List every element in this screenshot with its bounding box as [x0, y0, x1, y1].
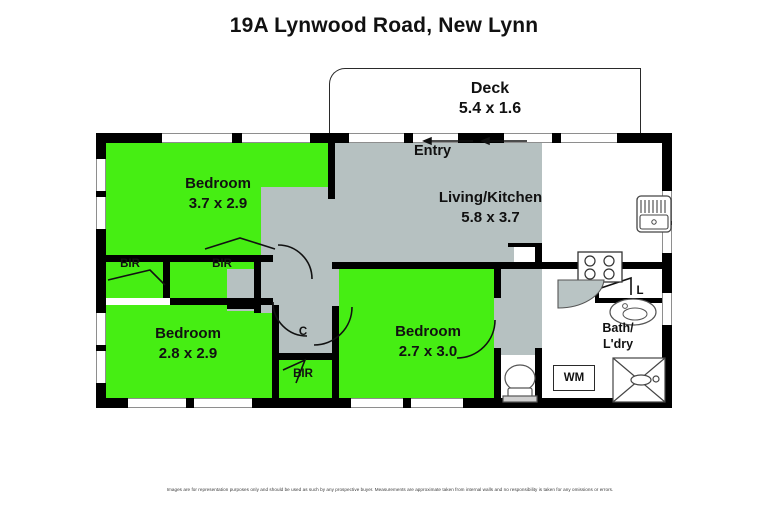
wall-bedroom1-right	[328, 143, 335, 199]
window-right-kitchen-b	[662, 225, 672, 253]
wall-hall-left-upper	[254, 255, 261, 313]
wall-kitchen-bench-left	[535, 243, 542, 269]
window-right-bath	[662, 293, 672, 325]
window-top-bedroom1-b	[242, 133, 310, 143]
label-bath-laundry: Bath/ L'dry	[570, 320, 666, 353]
door-bir-wide	[204, 237, 276, 250]
deck-name: Deck	[470, 80, 510, 97]
window-top-living-e	[561, 133, 617, 143]
washing-machine-label: WM	[563, 372, 585, 384]
entry-label: Entry	[414, 143, 452, 159]
house-outer-wall	[96, 133, 672, 408]
wall-cupboard-bottom	[279, 353, 339, 360]
label-linen: L	[636, 285, 644, 297]
bedroom-3-name: Bedroom	[395, 323, 461, 340]
window-bottom-bedroom3	[351, 398, 403, 408]
entry-arrows	[422, 136, 527, 146]
wall-cupboard-right	[332, 306, 339, 398]
label-living-kitchen: Living/Kitchen 5.8 x 3.7	[398, 188, 583, 227]
label-bedroom-2: Bedroom 2.8 x 2.9	[98, 324, 278, 363]
wall-hall-stub-1	[227, 305, 261, 309]
label-bir-1: BIR	[120, 258, 140, 270]
window-top-bedroom1	[162, 133, 232, 143]
door-swing-bedroom3	[313, 306, 353, 346]
basin-icon	[609, 298, 657, 326]
wall-bedroom3-right-lower	[494, 348, 501, 398]
window-top-living-a	[349, 133, 404, 143]
window-bottom-bedroom2	[128, 398, 186, 408]
window-left-bedroom1	[96, 159, 106, 191]
bath-laundry-name: Bath/	[602, 321, 634, 335]
room-cupboard	[279, 313, 332, 353]
bedroom-2-name: Bedroom	[155, 325, 221, 342]
label-bedroom-3: Bedroom 2.7 x 3.0	[338, 322, 518, 361]
cooktop-icon	[577, 251, 623, 283]
label-cupboard: C	[298, 326, 308, 338]
deck-dimensions: 5.4 x 1.6	[458, 100, 522, 118]
shower-icon	[612, 357, 666, 403]
bedroom-3-dimensions: 2.7 x 3.0	[398, 342, 458, 360]
window-top-living-d	[504, 133, 552, 143]
living-kitchen-dimensions: 5.8 x 3.7	[461, 208, 520, 226]
disclaimer-text: Images are for representation purposes o…	[166, 487, 614, 492]
bathtub-icon	[557, 279, 605, 309]
hallway-to-bath	[494, 269, 542, 355]
window-left-bedroom2-b	[96, 351, 106, 383]
window-bottom-bedroom2-b	[194, 398, 252, 408]
washing-machine-icon: WM	[553, 365, 595, 391]
bath-laundry-name-2: L'dry	[602, 337, 634, 352]
wall-bedroom1-bottom	[106, 255, 273, 262]
window-left-bedroom2	[96, 313, 106, 345]
wall-bir-divider	[163, 255, 170, 298]
window-bottom-bedroom3-b	[411, 398, 463, 408]
room-bir-1	[106, 262, 163, 298]
house-interior	[96, 133, 672, 408]
door-bir-3	[282, 358, 307, 384]
door-bir-left	[107, 269, 166, 286]
label-bir-2: BIR	[212, 258, 232, 270]
window-left-bedroom1-b	[96, 197, 106, 229]
door-swing-linen	[600, 276, 632, 295]
room-bir-3	[279, 360, 332, 398]
bedroom-1-dimensions: 3.7 x 2.9	[188, 194, 248, 212]
door-swing-bath	[456, 319, 496, 359]
door-swing-bedroom1	[277, 244, 313, 280]
deck-label: Deck 5.4 x 1.6	[400, 79, 580, 120]
window-top-living-b	[413, 133, 458, 143]
page-title: 19A Lynwood Road, New Lynn	[229, 14, 539, 37]
wall-bedroom3-top	[332, 262, 494, 269]
bedroom-1-name: Bedroom	[185, 175, 251, 192]
toilet-icon	[502, 364, 538, 403]
label-bir-3: BIR	[293, 368, 313, 380]
bedroom-2-dimensions: 2.8 x 2.9	[158, 344, 218, 362]
deck-outline	[329, 68, 641, 135]
wall-toilet-right	[535, 348, 542, 398]
label-bedroom-1: Bedroom 3.7 x 2.9	[128, 174, 308, 213]
living-kitchen-name: Living/Kitchen	[438, 189, 543, 206]
wall-bedroom3-right	[494, 262, 501, 298]
kitchen-sink-icon	[636, 195, 672, 233]
room-bedroom-3	[339, 269, 494, 398]
door-swing-bedroom2	[272, 301, 308, 337]
room-bedroom-2	[106, 305, 272, 398]
wall-bedroom2-right	[272, 305, 279, 398]
wall-livingkitchen-step	[508, 243, 542, 247]
wall-bir-bottom	[170, 298, 273, 305]
